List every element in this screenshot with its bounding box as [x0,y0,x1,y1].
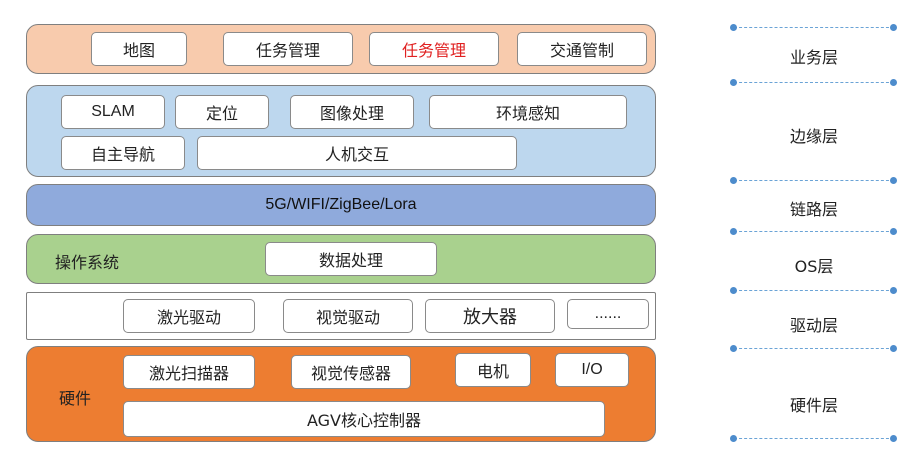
edge-layer: SLAM 定位 图像处理 环境感知 自主导航 人机交互 [26,85,656,177]
tier-divider-dot [890,287,897,294]
environment-perception-box: 环境感知 [429,95,627,129]
tier-divider-dot [730,435,737,442]
task-management-highlight-box: 任务管理 [369,32,499,66]
tier-hardware: 硬件层 [789,396,838,415]
hardware-layer: 硬件 激光扫描器 视觉传感器 电机 I/O AGV核心控制器 [26,346,656,442]
os-label: 操作系统 [55,253,120,272]
autonomous-navigation-box: 自主导航 [61,136,185,170]
tier-divider-dot [890,24,897,31]
tier-divider-dot [730,345,737,352]
os-layer: 操作系统 数据处理 [26,234,656,284]
agv-controller-box: AGV核心控制器 [123,401,605,437]
slam-box: SLAM [61,95,165,129]
traffic-control-box: 交通管制 [517,32,647,66]
localization-box: 定位 [175,95,269,129]
laser-scanner-box: 激光扫描器 [123,355,255,389]
tier-divider-dot [730,228,737,235]
tier-divider [734,180,894,181]
tier-divider [734,438,894,439]
tier-driver: 驱动层 [789,316,838,335]
tier-divider [734,27,894,28]
tier-divider-dot [730,79,737,86]
vision-sensor-box: 视觉传感器 [291,355,411,389]
tier-divider-dot [890,177,897,184]
tier-divider-dot [890,345,897,352]
tier-divider [734,231,894,232]
tier-divider-dot [730,287,737,294]
tier-divider [734,348,894,349]
tier-divider-dot [890,435,897,442]
laser-driver-box: 激光驱动 [123,299,255,333]
hardware-label: 硬件 [59,389,92,408]
data-processing-box: 数据处理 [265,242,437,276]
tier-divider-dot [730,177,737,184]
map-box: 地图 [91,32,187,66]
tier-business: 业务层 [789,48,838,67]
tier-divider [734,290,894,291]
human-machine-interaction-box: 人机交互 [197,136,517,170]
task-management-box: 任务管理 [223,32,353,66]
motor-box: 电机 [455,353,531,387]
tier-link: 链路层 [789,200,838,219]
tier-edge: 边缘层 [789,127,838,146]
tier-divider [734,82,894,83]
tier-os: OS层 [794,257,834,276]
business-layer: 地图 任务管理 任务管理 交通管制 [26,24,656,74]
link-layer: 5G/WIFI/ZigBee/Lora [26,184,656,226]
amplifier-box: 放大器 [425,299,555,333]
io-box: I/O [555,353,629,387]
link-protocols-label: 5G/WIFI/ZigBee/Lora [265,196,417,213]
tier-divider-dot [890,228,897,235]
image-processing-box: 图像处理 [290,95,414,129]
more-drivers-box: ...... [567,299,649,329]
vision-driver-box: 视觉驱动 [283,299,413,333]
tier-divider-dot [730,24,737,31]
driver-layer: 激光驱动 视觉驱动 放大器 ...... [26,292,656,340]
tier-divider-dot [890,79,897,86]
